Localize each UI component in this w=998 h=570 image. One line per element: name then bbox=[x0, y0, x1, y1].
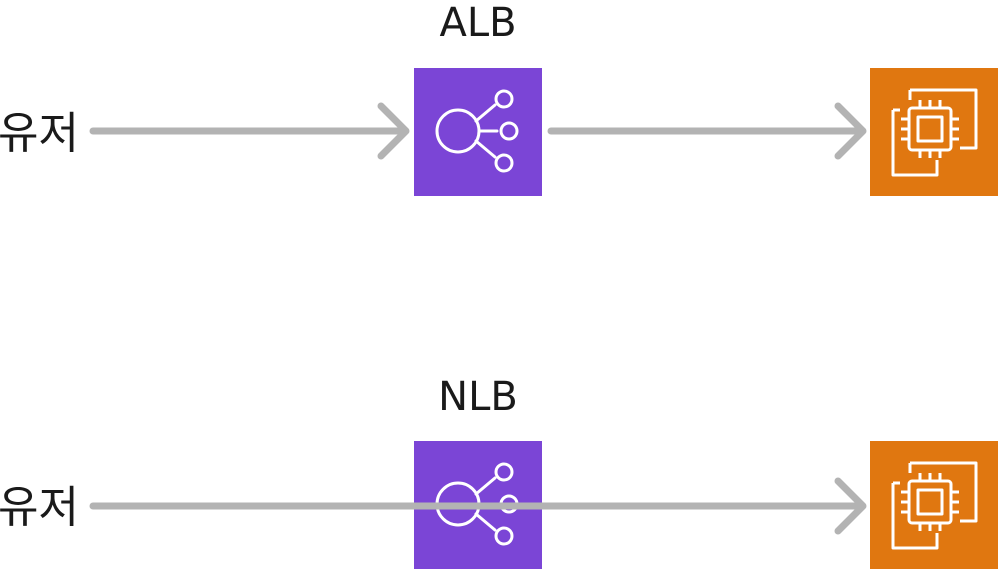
nlb-row: NLB 유저 bbox=[0, 374, 998, 569]
alb-title: ALB bbox=[439, 0, 516, 46]
arrow-user-through-nlb-to-ec2 bbox=[89, 477, 867, 535]
user-label-alb: 유저 bbox=[0, 108, 79, 159]
ec2-instance-icon-nlb bbox=[870, 441, 998, 569]
arrow-user-to-alb bbox=[89, 102, 410, 160]
alb-icon bbox=[414, 68, 542, 196]
nlb-title: NLB bbox=[438, 374, 518, 420]
alb-row: ALB 유저 bbox=[0, 0, 998, 196]
arrow-alb-to-ec2 bbox=[547, 102, 867, 160]
user-label-nlb: 유저 bbox=[0, 482, 79, 533]
ec2-instance-icon-alb bbox=[870, 68, 998, 196]
